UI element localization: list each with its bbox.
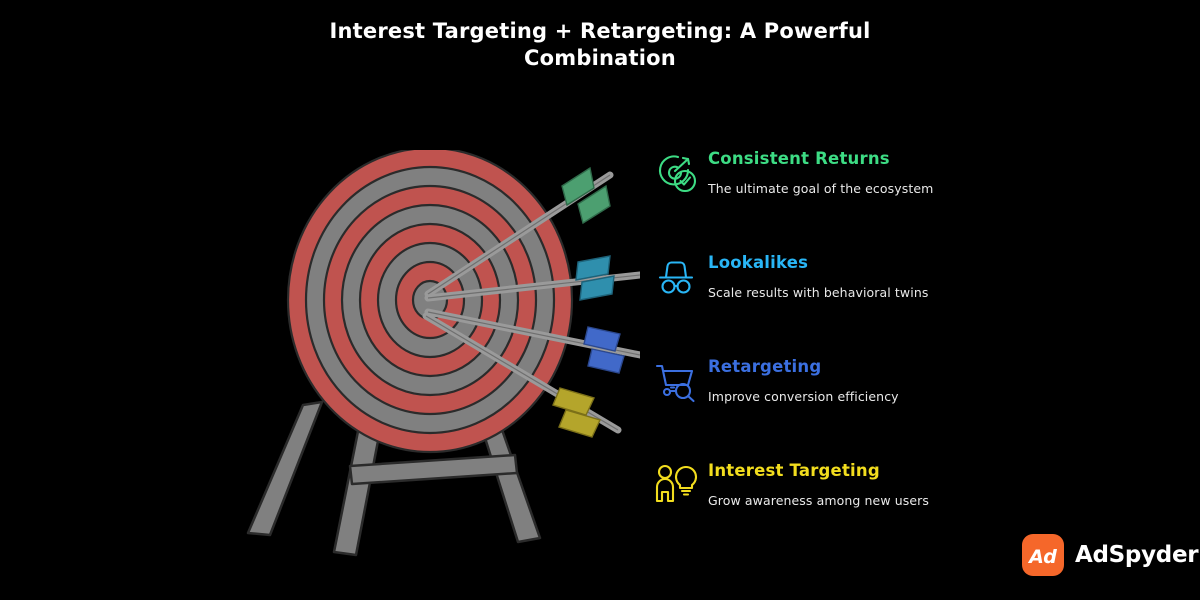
arrow-fletching-yellow-upper xyxy=(552,387,595,416)
legend-subtext: The ultimate goal of the ecosystem xyxy=(708,181,934,196)
feature-legend: Consistent Returns The ultimate goal of … xyxy=(650,145,980,561)
legend-heading: Lookalikes xyxy=(708,253,809,272)
arrow-fletching-blue-upper xyxy=(583,326,621,352)
arrow-group xyxy=(422,166,640,438)
hat-glasses-incognito-icon xyxy=(658,261,694,294)
arrow-fletching-blue-lower xyxy=(587,348,625,374)
legend-subtext: Grow awareness among new users xyxy=(708,493,930,508)
arrow-fletching-teal-upper xyxy=(575,255,611,281)
target-arrow-check-icon xyxy=(659,155,697,193)
legend-heading: Retargeting xyxy=(708,357,822,376)
archery-target-illustration xyxy=(246,150,640,557)
arrow-green xyxy=(424,166,614,298)
arrow-teal xyxy=(424,255,640,302)
adspyder-mark-glyph: Ad xyxy=(1027,546,1057,568)
arrow-fletching-green-upper xyxy=(561,166,595,207)
adspyder-mark-icon: Ad xyxy=(1022,534,1064,576)
arrow-fletching-teal-lower xyxy=(579,275,615,301)
brand-logo[interactable]: Ad AdSpyder xyxy=(1022,534,1199,576)
person-lightbulb-icon xyxy=(655,464,698,503)
legend-heading: Interest Targeting xyxy=(708,461,880,480)
legend-subtext: Improve conversion efficiency xyxy=(708,389,899,404)
arrow-fletching-green-lower xyxy=(577,184,611,225)
legend-item-retargeting[interactable]: Retargeting Improve conversion efficienc… xyxy=(650,353,980,457)
shopping-cart-search-icon xyxy=(655,364,695,403)
adspyder-mark-text: Ad xyxy=(1027,546,1057,568)
legend-heading: Consistent Returns xyxy=(708,149,890,168)
stand-crossbar xyxy=(348,453,519,486)
legend-subtext: Scale results with behavioral twins xyxy=(708,285,929,300)
stand-leg-left xyxy=(246,400,324,537)
arrow-blue xyxy=(424,308,640,374)
page-title: Interest Targeting + Retargeting: A Powe… xyxy=(329,19,871,70)
arrow-yellow xyxy=(422,312,622,438)
legend-item-interest-targeting[interactable]: Interest Targeting Grow awareness among … xyxy=(650,457,980,561)
brand-name: AdSpyder xyxy=(1075,542,1199,568)
legend-item-lookalikes[interactable]: Lookalikes Scale results with behavioral… xyxy=(650,249,980,353)
arrow-fletching-yellow-lower xyxy=(558,409,601,438)
legend-item-consistent-returns[interactable]: Consistent Returns The ultimate goal of … xyxy=(650,145,980,249)
